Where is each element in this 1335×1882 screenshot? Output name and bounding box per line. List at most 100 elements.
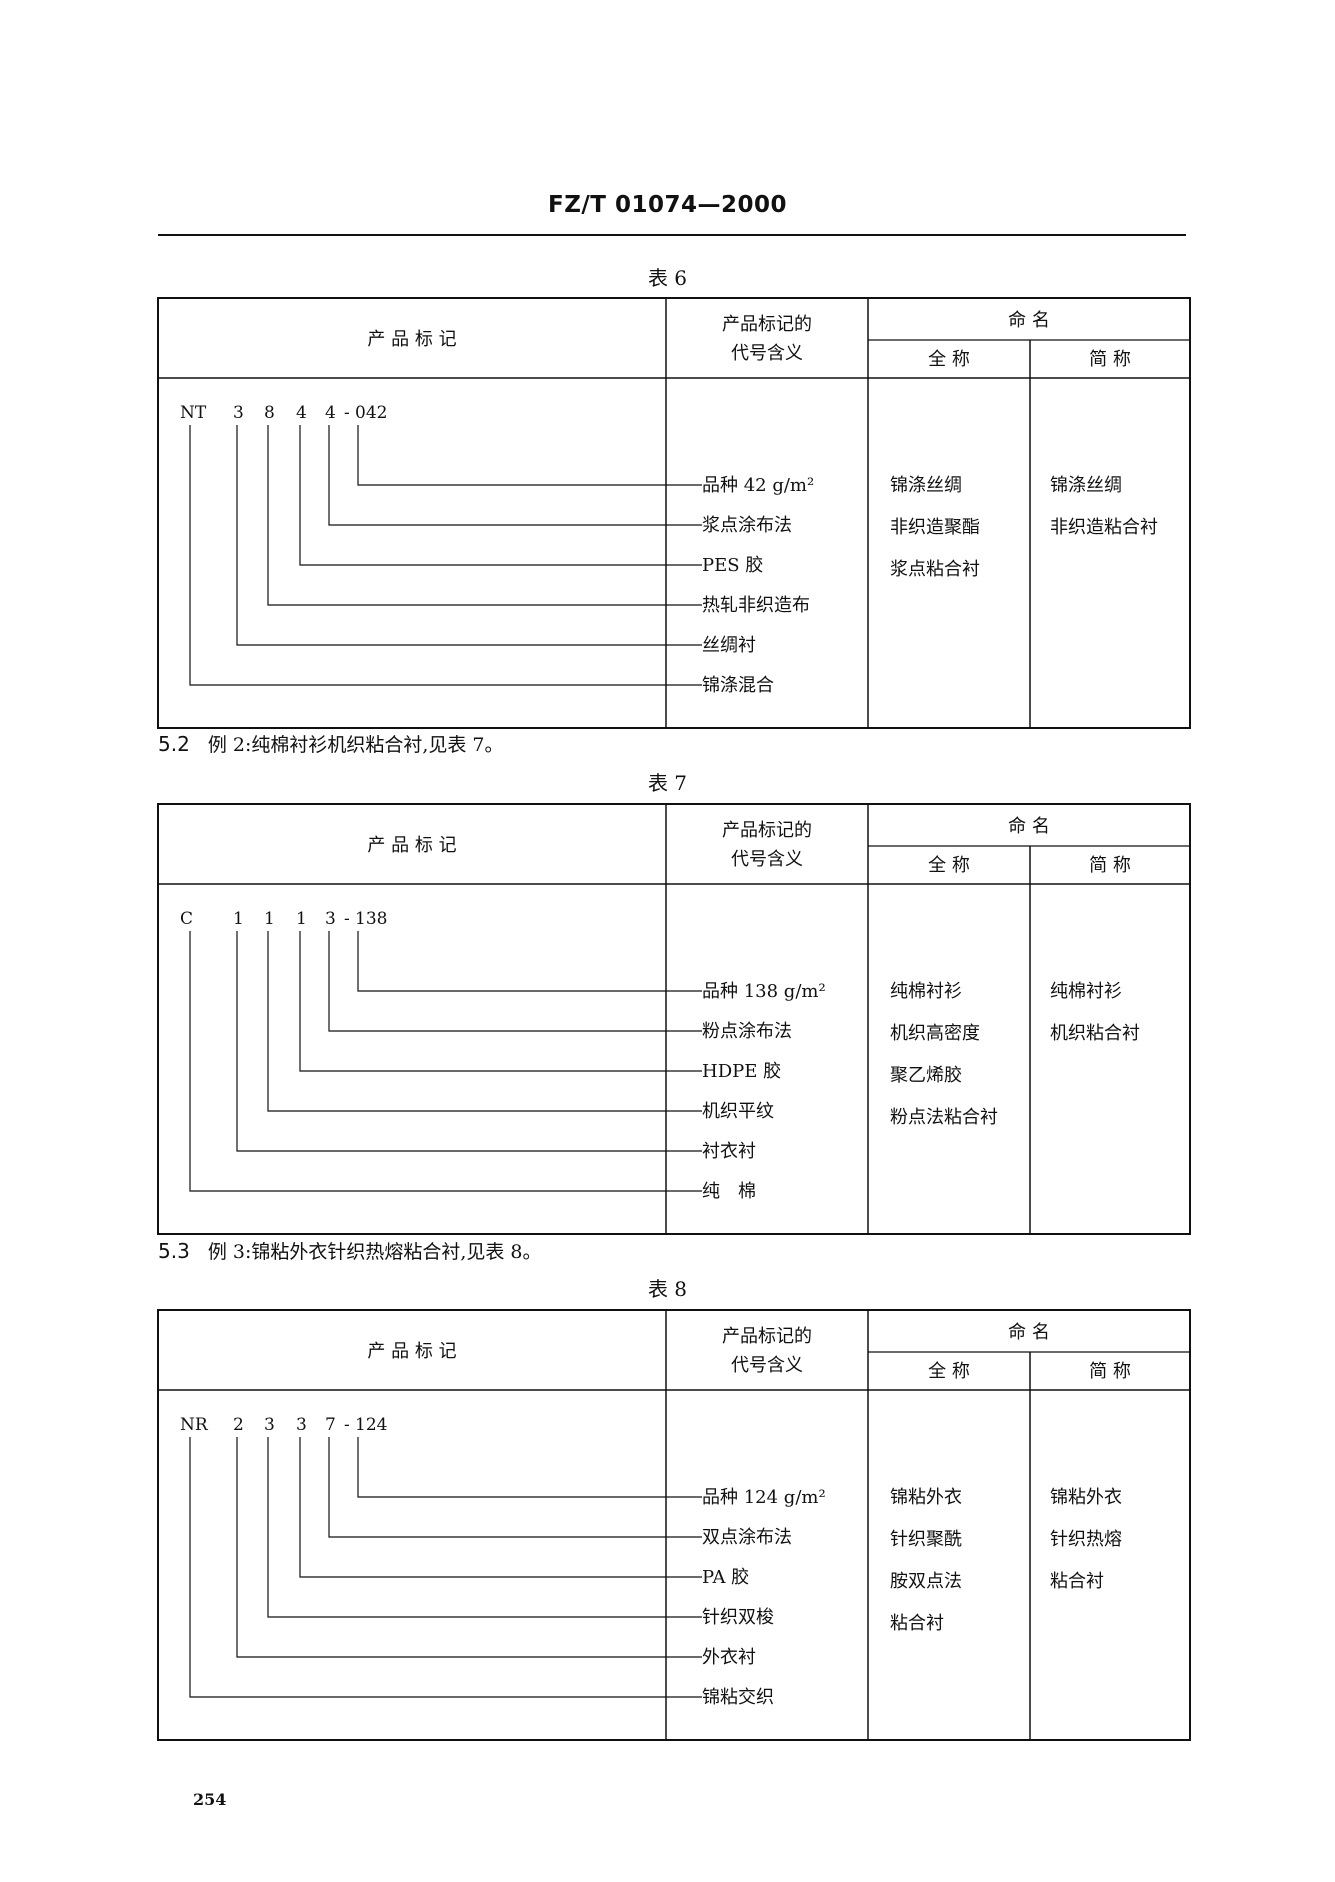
full-name-line: 浆点粘合衬 xyxy=(890,559,980,580)
leader-line xyxy=(267,425,702,606)
short-name-line: 粘合衬 xyxy=(1050,1571,1104,1592)
table-6-caption: 表 6 xyxy=(647,266,688,290)
table-8-caption: 表 8 xyxy=(647,1277,688,1301)
code-token: 3 xyxy=(264,1415,275,1435)
leader-line xyxy=(299,1437,702,1578)
short-name-line: 非织造粘合衬 xyxy=(1050,517,1158,538)
code-meaning: 衬衣衬 xyxy=(702,1141,756,1162)
table-frame xyxy=(157,297,1191,729)
full-name-line: 胺双点法 xyxy=(890,1571,962,1592)
table-frame xyxy=(157,1309,1191,1741)
marking-column-header: 产 品 标 记 xyxy=(367,1341,456,1362)
page-number: 254 xyxy=(193,1790,227,1809)
leader-line xyxy=(328,425,702,526)
section-number: 5.2 xyxy=(158,732,190,756)
code-meaning: 丝绸衬 xyxy=(702,635,756,656)
code-meaning: 浆点涂布法 xyxy=(702,515,792,536)
leader-line xyxy=(189,425,702,686)
code-token: 3 xyxy=(325,909,336,929)
meaning-column-header: 代号含义 xyxy=(731,849,803,870)
code-meaning: 品种 124 g/m² xyxy=(702,1487,826,1508)
code-meaning: 外衣衬 xyxy=(702,1647,756,1668)
leader-line xyxy=(189,931,702,1192)
leader-line xyxy=(236,425,702,646)
code-meaning: PES 胶 xyxy=(702,555,763,576)
meaning-column-header: 产品标记的 xyxy=(722,1326,812,1347)
table-frame xyxy=(157,803,1191,1235)
code-meaning: 锦涤混合 xyxy=(702,675,774,696)
code-meaning: 双点涂布法 xyxy=(702,1527,792,1548)
code-token: 4 xyxy=(325,403,336,423)
code-meaning: 机织平纹 xyxy=(702,1101,774,1122)
full-name-line: 粉点法粘合衬 xyxy=(890,1107,998,1128)
code-token: 1 xyxy=(233,909,244,929)
leader-line xyxy=(236,931,702,1152)
table-7-caption: 表 7 xyxy=(647,771,688,795)
full-name-header: 全 称 xyxy=(928,349,970,370)
short-name-line: 锦粘外衣 xyxy=(1050,1487,1122,1508)
section-text: 例 3:锦粘外衣针织热熔粘合衬,见表 8。 xyxy=(207,1241,542,1263)
leader-line xyxy=(189,1437,702,1698)
full-name-line: 粘合衬 xyxy=(890,1613,944,1634)
meaning-column-header: 代号含义 xyxy=(731,343,803,364)
leader-line xyxy=(267,1437,702,1618)
code-meaning: 纯 棉 xyxy=(702,1181,756,1202)
code-token: 2 xyxy=(233,1415,244,1435)
full-name-line: 锦涤丝绸 xyxy=(890,475,962,496)
code-meaning: 品种 138 g/m² xyxy=(702,981,826,1002)
code-token: NR xyxy=(180,1415,209,1435)
meaning-column-header: 代号含义 xyxy=(731,1355,803,1376)
short-name-line: 纯棉衬衫 xyxy=(1050,981,1122,1002)
leader-line xyxy=(357,1437,702,1498)
section-5-2: 5.2 例 2:纯棉衬衫机织粘合衬,见表 7。 xyxy=(158,730,504,757)
code-token: - xyxy=(344,909,350,929)
short-name-line: 针织热熔 xyxy=(1050,1529,1122,1550)
full-name-line: 机织高密度 xyxy=(890,1023,980,1044)
full-name-line: 针织聚酰 xyxy=(890,1529,962,1550)
header-rule xyxy=(158,234,1186,236)
marking-column-header: 产 品 标 记 xyxy=(367,329,456,350)
section-number: 5.3 xyxy=(158,1239,190,1263)
meaning-column-header: 产品标记的 xyxy=(722,820,812,841)
code-token: 8 xyxy=(264,403,275,423)
leader-line xyxy=(357,425,702,486)
code-meaning: HDPE 胶 xyxy=(702,1061,781,1082)
leader-line xyxy=(328,931,702,1032)
leader-line xyxy=(299,425,702,566)
leader-line xyxy=(299,931,702,1072)
standard-header: FZ/T 01074—2000 xyxy=(547,192,788,218)
full-name-line: 纯棉衬衫 xyxy=(890,981,962,1002)
short-name-header: 简 称 xyxy=(1089,855,1131,876)
leader-line xyxy=(267,931,702,1112)
code-token: 7 xyxy=(325,1415,336,1435)
section-text: 例 2:纯棉衬衫机织粘合衬,见表 7。 xyxy=(207,734,504,756)
code-token: 4 xyxy=(296,403,307,423)
full-name-line: 锦粘外衣 xyxy=(890,1487,962,1508)
code-meaning: 粉点涂布法 xyxy=(702,1021,792,1042)
marking-column-header: 产 品 标 记 xyxy=(367,835,456,856)
code-token: 3 xyxy=(296,1415,307,1435)
leader-line xyxy=(328,1437,702,1538)
code-meaning: PA 胶 xyxy=(702,1567,749,1588)
code-token: - xyxy=(344,403,350,423)
code-token: 3 xyxy=(233,403,244,423)
code-token: NT xyxy=(180,403,207,423)
meaning-column-header: 产品标记的 xyxy=(722,314,812,335)
code-token: - xyxy=(344,1415,350,1435)
full-name-header: 全 称 xyxy=(928,855,970,876)
code-token: C xyxy=(180,909,193,929)
code-meaning: 品种 42 g/m² xyxy=(702,475,814,496)
code-token: 138 xyxy=(355,909,387,929)
code-token: 1 xyxy=(264,909,275,929)
naming-column-header: 命 名 xyxy=(1008,1322,1050,1343)
code-token: 1 xyxy=(296,909,307,929)
full-name-line: 聚乙烯胶 xyxy=(890,1065,962,1086)
full-name-line: 非织造聚酯 xyxy=(890,517,980,538)
code-meaning: 热轧非织造布 xyxy=(702,595,810,616)
full-name-header: 全 称 xyxy=(928,1361,970,1382)
short-name-header: 简 称 xyxy=(1089,1361,1131,1382)
code-meaning: 针织双梭 xyxy=(702,1607,774,1628)
code-token: 042 xyxy=(355,403,387,423)
